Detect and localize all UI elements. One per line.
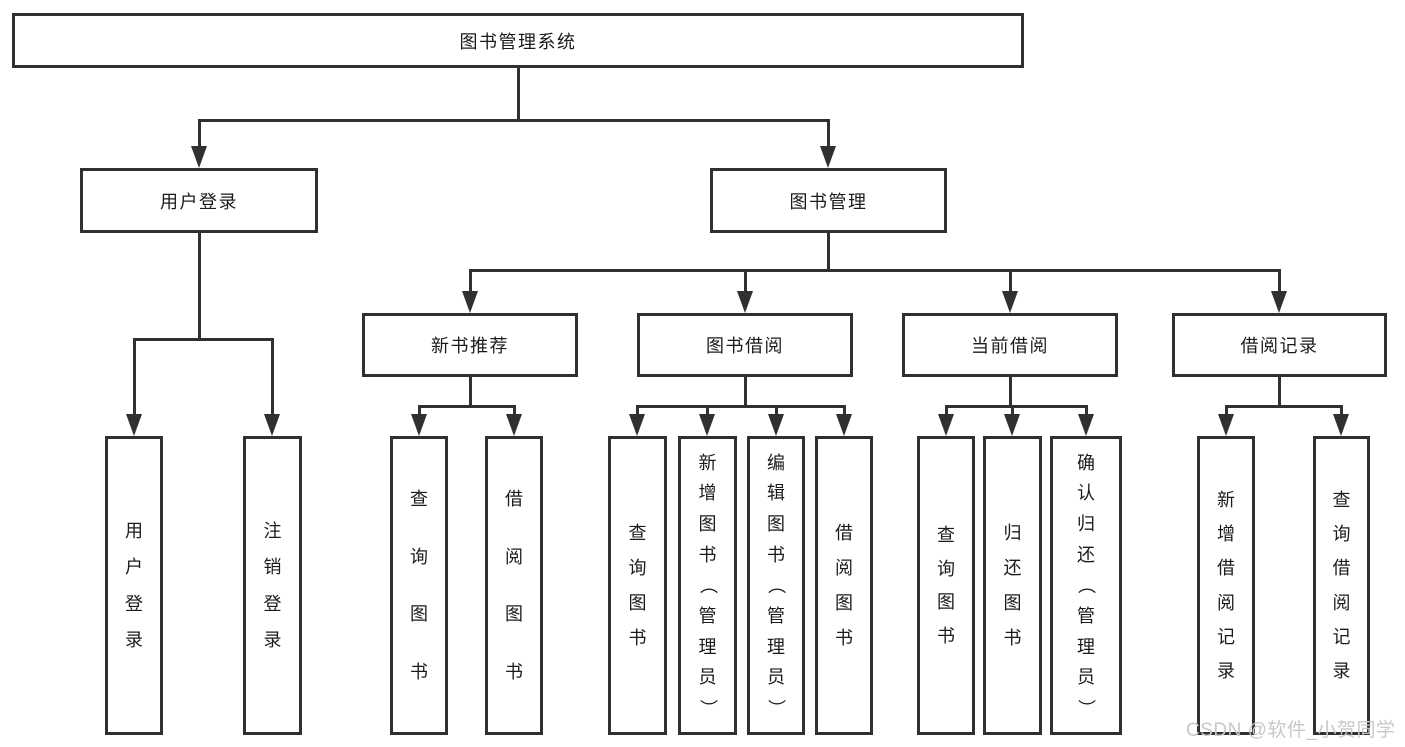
arrowhead-down-icon [1002,291,1018,313]
arrowhead-down-icon [126,414,142,436]
leaf-confirm-return-admin: 确认归还（管理员） [1050,436,1122,735]
arrowhead-down-icon [820,146,836,168]
leaf-logout: 注销登录 [243,436,302,735]
connector-line [517,68,520,120]
node-root: 图书管理系统 [12,13,1024,68]
connector-line [843,405,846,417]
leaf-return-book-label: 归还图书 [1003,523,1022,648]
leaf-query-books-recommend: 查询图书 [390,436,448,735]
leaf-user-login-label: 用户登录 [125,521,143,650]
leaf-confirm-return-admin-label: 确认归还（管理员） [1076,452,1096,718]
connector-line [133,338,136,418]
node-current-borrow-label: 当前借阅 [971,336,1049,356]
csdn-watermark: CSDN @软件_小贺同学 [1186,720,1396,741]
connector-line [1278,377,1281,406]
connector-line [1011,405,1014,417]
arrowhead-down-icon [264,414,280,436]
connector-line [469,269,472,294]
connector-line [198,119,830,122]
leaf-add-book-admin: 新增图书（管理员） [678,436,737,735]
leaf-add-book-admin-label: 新增图书（管理员） [697,452,718,718]
leaf-query-books-borrow-label: 查询图书 [628,523,647,648]
arrowhead-down-icon [191,146,207,168]
connector-line [636,405,845,408]
arrowhead-down-icon [836,414,852,436]
leaf-add-borrow-record-label: 新增借阅记录 [1217,490,1235,681]
leaf-borrow-books: 借阅图书 [815,436,873,735]
arrowhead-down-icon [1333,414,1349,436]
leaf-borrow-books-label: 借阅图书 [835,523,853,648]
node-new-book-recommend-label: 新书推荐 [431,336,509,356]
arrowhead-down-icon [1271,291,1287,313]
connector-line [198,119,201,149]
leaf-borrow-books-recommend-label: 借阅图书 [505,489,523,682]
arrowhead-down-icon [699,414,715,436]
connector-line [1085,405,1088,417]
connector-line [271,338,274,418]
connector-line [1225,405,1228,417]
arrowhead-down-icon [1004,414,1020,436]
node-book-management: 图书管理 [710,168,947,233]
arrowhead-down-icon [737,291,753,313]
connector-line [775,405,778,417]
node-borrow-record: 借阅记录 [1172,313,1387,377]
arrowhead-down-icon [1078,414,1094,436]
connector-line [513,405,516,417]
connector-line [133,338,274,341]
connector-line [827,119,830,149]
connector-line [469,269,1280,272]
connector-line [827,233,830,270]
node-root-label: 图书管理系统 [459,31,577,52]
node-book-management-label: 图书管理 [789,191,868,212]
arrowhead-down-icon [629,414,645,436]
node-book-borrow: 图书借阅 [637,313,853,377]
leaf-query-books-borrow: 查询图书 [608,436,667,735]
leaf-query-books-current-label: 查询图书 [937,524,955,647]
connector-line [1278,269,1281,294]
leaf-query-books-recommend-label: 查询图书 [410,489,428,682]
arrowhead-down-icon [462,291,478,313]
leaf-query-borrow-record-label: 查询借阅记录 [1332,490,1351,681]
connector-line [744,269,747,294]
connector-line [1340,405,1343,417]
node-user-login: 用户登录 [80,168,318,233]
node-borrow-record-label: 借阅记录 [1240,336,1319,356]
connector-line [418,405,421,417]
connector-line [744,377,747,406]
connector-line [469,377,472,406]
node-book-borrow-label: 图书借阅 [706,336,784,356]
connector-line [945,405,948,417]
leaf-edit-book-admin: 编辑图书（管理员） [747,436,805,735]
leaf-user-login: 用户登录 [105,436,163,735]
connector-line [636,405,639,417]
leaf-borrow-books-recommend: 借阅图书 [485,436,543,735]
node-new-book-recommend: 新书推荐 [362,313,578,377]
leaf-return-book: 归还图书 [983,436,1042,735]
arrowhead-down-icon [768,414,784,436]
arrowhead-down-icon [1218,414,1234,436]
leaf-logout-label: 注销登录 [263,521,282,650]
connector-line [198,233,201,339]
leaf-edit-book-admin-label: 编辑图书（管理员） [766,452,786,718]
connector-line [1009,269,1012,294]
leaf-query-borrow-record: 查询借阅记录 [1313,436,1370,735]
leaf-query-books-current: 查询图书 [917,436,975,735]
connector-line [945,405,1087,408]
leaf-add-borrow-record: 新增借阅记录 [1197,436,1255,735]
arrowhead-down-icon [411,414,427,436]
connector-line [418,405,516,408]
arrowhead-down-icon [506,414,522,436]
arrowhead-down-icon [938,414,954,436]
connector-line [1225,405,1342,408]
connector-line [1009,377,1012,406]
node-user-login-label: 用户登录 [160,191,238,212]
connector-line [706,405,709,417]
node-current-borrow: 当前借阅 [902,313,1118,377]
